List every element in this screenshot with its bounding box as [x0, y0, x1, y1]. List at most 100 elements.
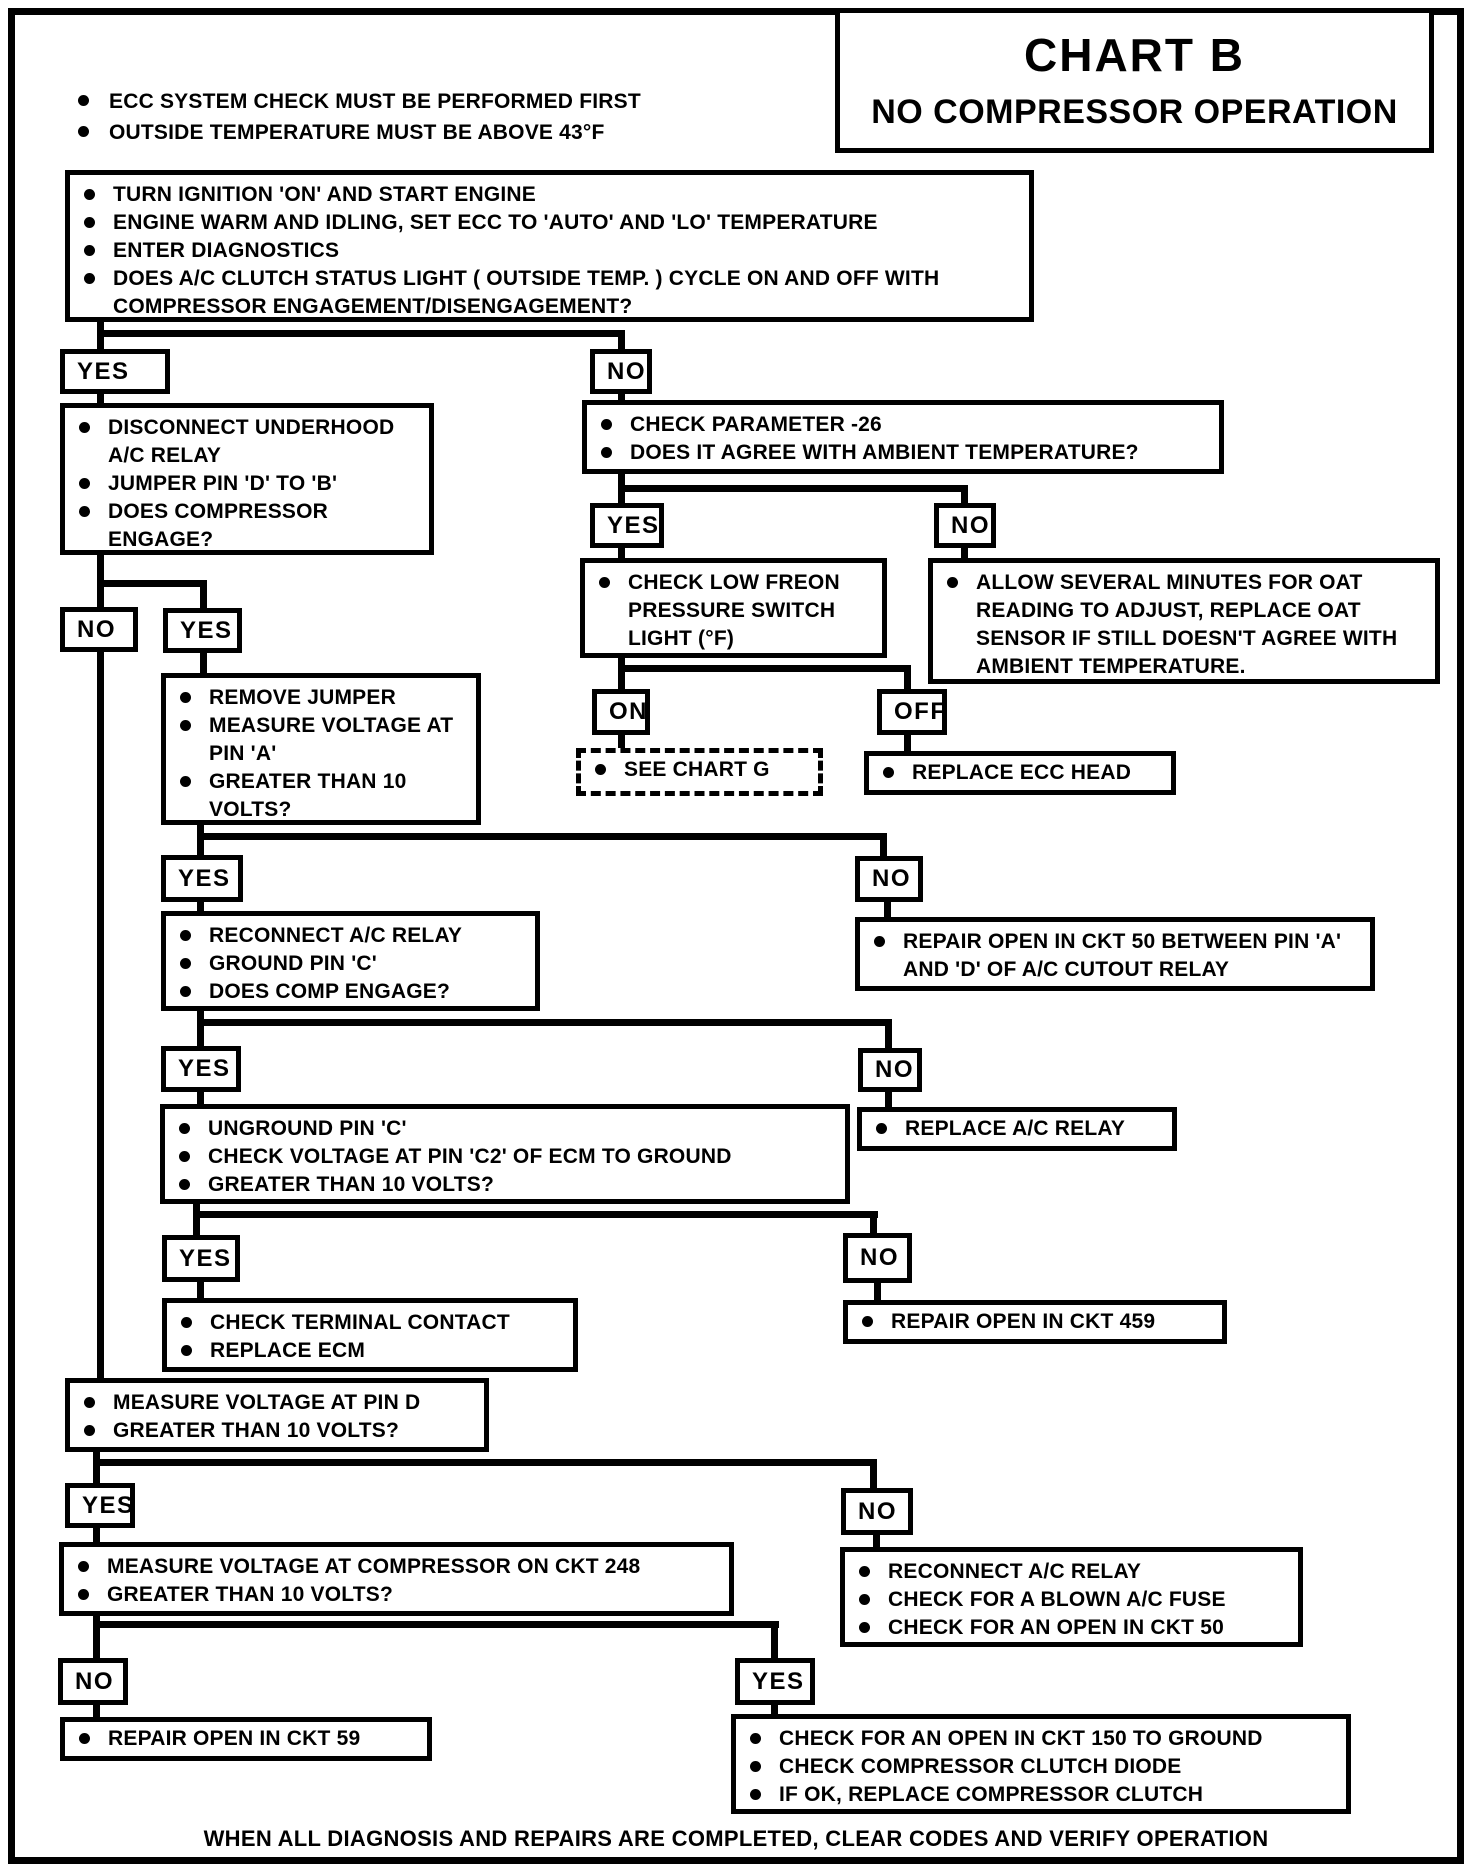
bullet-item: IF OK, REPLACE COMPRESSOR CLUTCH [742, 1781, 1338, 1809]
connector-line [197, 1026, 204, 1046]
precondition-item: OUTSIDE TEMPERATURE MUST BE ABOVE 43°F [70, 117, 641, 148]
bullet-item: RECONNECT A/C RELAY [851, 1558, 1290, 1586]
bullet-item: CHECK FOR AN OPEN IN CKT 150 TO GROUND [742, 1725, 1338, 1753]
connector-line [880, 840, 887, 856]
connector-line [93, 1466, 100, 1483]
footer-note: WHEN ALL DIAGNOSIS AND REPAIRS ARE COMPL… [203, 1826, 1269, 1851]
preconditions: ECC SYSTEM CHECK MUST BE PERFORMED FIRST… [70, 86, 641, 148]
label-yes-8: YES [735, 1658, 815, 1705]
connector-line [618, 672, 625, 689]
connector-line [97, 322, 104, 334]
bullet-item: DISCONNECT UNDERHOOD A/C RELAY [71, 414, 421, 470]
connector-line [771, 1628, 778, 1658]
connector-line [870, 1218, 877, 1233]
chart-subtitle: NO COMPRESSOR OPERATION [871, 92, 1398, 131]
bullet-item: CHECK COMPRESSOR CLUTCH DIODE [742, 1753, 1338, 1781]
bullet-item: REPLACE A/C RELAY [868, 1117, 1164, 1141]
connector-line [200, 653, 207, 673]
page-border [8, 8, 1464, 1864]
bullet-item: JUMPER PIN 'D' TO 'B' [71, 470, 421, 498]
unground-node: UNGROUND PIN 'C' CHECK VOLTAGE AT PIN 'C… [160, 1104, 850, 1204]
bullet-item: CHECK PARAMETER -26 [593, 411, 1211, 439]
bullet-item: ENGINE WARM AND IDLING, SET ECC TO 'AUTO… [76, 209, 1021, 237]
bullet-item: GREATER THAN 10 VOLTS? [70, 1581, 721, 1609]
bullet-item: UNGROUND PIN 'C' [171, 1115, 837, 1143]
connector-line [873, 1535, 880, 1547]
connector-line [200, 587, 207, 608]
connector-line [618, 485, 968, 492]
see-chart-g-node: SEE CHART G [576, 748, 823, 796]
label-no-1: NO [590, 349, 652, 394]
label-no-2: NO [934, 503, 996, 548]
disconnect-relay-node: DISCONNECT UNDERHOOD A/C RELAY JUMPER PI… [60, 403, 434, 555]
connector-line [97, 337, 104, 349]
chart-title: CHART B [1024, 28, 1245, 81]
bullet-item: CHECK LOW FREON PRESSURE SWITCH LIGHT (°… [591, 569, 874, 653]
connector-line [618, 492, 625, 503]
connector-line [771, 1705, 778, 1714]
check-parameter-node: CHECK PARAMETER -26 DOES IT AGREE WITH A… [582, 400, 1224, 474]
bullet-item: ENTER DIAGNOSTICS [76, 237, 1021, 265]
label-yes-2: YES [590, 503, 664, 548]
connector-line [870, 1466, 877, 1488]
connector-line [197, 1011, 204, 1023]
label-yes-4: YES [161, 855, 243, 902]
bullet-item: GREATER THAN 10 VOLTS? [171, 1171, 837, 1199]
label-no-7: NO [841, 1488, 913, 1535]
repair-ckt50-node: REPAIR OPEN IN CKT 50 BETWEEN PIN 'A' AN… [855, 917, 1375, 991]
connector-line [193, 1204, 200, 1215]
connector-line [618, 330, 625, 349]
label-off: OFF [877, 689, 947, 735]
bullet-item: REPAIR OPEN IN CKT 50 BETWEEN PIN 'A' AN… [866, 928, 1362, 984]
label-yes-5: YES [161, 1046, 241, 1092]
connector-line [904, 735, 911, 751]
label-yes-6: YES [162, 1235, 240, 1282]
measure-compressor-node: MEASURE VOLTAGE AT COMPRESSOR ON CKT 248… [59, 1542, 734, 1616]
connector-line [961, 548, 968, 558]
connector-line [193, 1218, 200, 1235]
replace-ecc-head-node: REPLACE ECC HEAD [864, 751, 1176, 795]
bullet-item: GREATER THAN 10 VOLTS? [172, 768, 468, 824]
bullet-item: CHECK FOR AN OPEN IN CKT 50 [851, 1614, 1290, 1642]
bullet-item: REPLACE ECC HEAD [875, 761, 1163, 785]
bullet-item: GROUND PIN 'C' [172, 950, 527, 978]
check-ckt150-node: CHECK FOR AN OPEN IN CKT 150 TO GROUND C… [731, 1714, 1351, 1814]
bullet-item: SEE CHART G [587, 758, 810, 782]
remove-jumper-node: REMOVE JUMPER MEASURE VOLTAGE AT PIN 'A'… [161, 673, 481, 825]
bullet-item: REPAIR OPEN IN CKT 459 [854, 1310, 1214, 1334]
connector-line [93, 1452, 100, 1463]
connector-line [618, 474, 625, 485]
connector-line [885, 1026, 892, 1048]
bullet-item: MEASURE VOLTAGE AT PIN 'A' [172, 712, 468, 768]
measure-pin-d-node: MEASURE VOLTAGE AT PIN D GREATER THAN 10… [65, 1378, 489, 1452]
connector-line [197, 833, 887, 840]
allow-oat-node: ALLOW SEVERAL MINUTES FOR OAT READING TO… [928, 558, 1440, 684]
bullet-item: DOES IT AGREE WITH AMBIENT TEMPERATURE? [593, 439, 1211, 467]
bullet-item: ALLOW SEVERAL MINUTES FOR OAT READING TO… [939, 569, 1427, 681]
connector-line [618, 394, 625, 400]
precondition-item: ECC SYSTEM CHECK MUST BE PERFORMED FIRST [70, 86, 641, 117]
bullet-item: CHECK VOLTAGE AT PIN 'C2' OF ECM TO GROU… [171, 1143, 837, 1171]
connector-line [193, 1211, 878, 1218]
bullet-item: MEASURE VOLTAGE AT COMPRESSOR ON CKT 248 [70, 1553, 721, 1581]
connector-line [874, 1283, 881, 1300]
connector-line [97, 580, 207, 587]
bullet-item: DOES COMPRESSOR ENGAGE? [71, 498, 421, 554]
label-yes-1: YES [60, 349, 170, 394]
label-no-6: NO [843, 1233, 912, 1283]
connector-line [618, 665, 911, 672]
connector-line [93, 1705, 100, 1717]
bullet-item: GREATER THAN 10 VOLTS? [76, 1417, 476, 1445]
label-no-4: NO [855, 856, 923, 902]
replace-ac-relay-node: REPLACE A/C RELAY [857, 1107, 1177, 1151]
connector-line [93, 1616, 100, 1625]
connector-line [618, 548, 625, 558]
label-no-5: NO [858, 1048, 922, 1092]
bullet-item: TURN IGNITION 'ON' AND START ENGINE [76, 181, 1021, 209]
chart-title-box: CHART B NO COMPRESSOR OPERATION [835, 8, 1434, 153]
label-yes-7: YES [65, 1483, 135, 1528]
connector-line [961, 492, 968, 503]
connector-line [97, 330, 625, 337]
bullet-item: RECONNECT A/C RELAY [172, 922, 527, 950]
connector-line [884, 902, 891, 917]
